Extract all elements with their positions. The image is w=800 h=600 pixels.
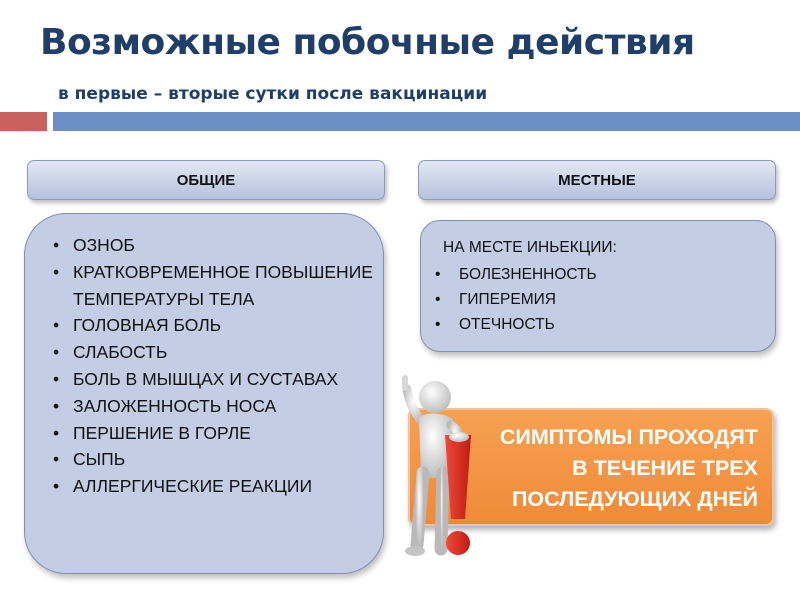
page-title: Возможные побочные действия [40, 22, 695, 63]
callout-line: В ТЕЧЕНИЕ ТРЕХ [572, 456, 758, 480]
list-item: ОЗНОБ [47, 232, 377, 259]
callout-text: СИМПТОМЫ ПРОХОДЯТ В ТЕЧЕНИЕ ТРЕХ ПОСЛЕДУ… [438, 422, 758, 515]
local-category-header: МЕСТНЫЕ [418, 160, 776, 200]
list-item: АЛЛЕРГИЧЕСКИЕ РЕАКЦИИ [47, 473, 377, 500]
callout-line: СИМПТОМЫ ПРОХОДЯТ [499, 425, 758, 449]
general-category-header: ОБЩИЕ [27, 160, 385, 200]
list-item: БОЛЕЗНЕННОСТЬ [431, 263, 761, 288]
general-effects-panel: ОЗНОБ КРАТКОВРЕМЕННОЕ ПОВЫШЕНИЕ ТЕМПЕРАТ… [24, 213, 384, 574]
local-effects-heading: НА МЕСТЕ ИНЬЕКЦИИ: [443, 239, 617, 256]
list-item: ПЕРШЕНИЕ В ГОРЛЕ [47, 420, 377, 447]
person-with-exclamation-icon [402, 375, 471, 556]
local-effects-list: БОЛЕЗНЕННОСТЬ ГИПЕРЕМИЯ ОТЕЧНОСТЬ [431, 263, 761, 337]
list-item: ЗАЛОЖЕННОСТЬ НОСА [47, 393, 377, 420]
local-category-label: МЕСТНЫЕ [558, 171, 636, 189]
list-item: СЛАБОСТЬ [47, 339, 377, 366]
accent-bar-blue [53, 112, 800, 131]
list-item: КРАТКОВРЕМЕННОЕ ПОВЫШЕНИЕ ТЕМПЕРАТУРЫ ТЕ… [47, 259, 377, 313]
accent-bar-red [0, 112, 47, 131]
list-item: ОТЕЧНОСТЬ [431, 313, 761, 338]
list-item: ГОЛОВНАЯ БОЛЬ [47, 312, 377, 339]
list-item: СЫПЬ [47, 446, 377, 473]
duration-callout: СИМПТОМЫ ПРОХОДЯТ В ТЕЧЕНИЕ ТРЕХ ПОСЛЕДУ… [408, 408, 774, 526]
page-subtitle: в первые – вторые сутки после вакцинации [58, 84, 488, 104]
local-effects-panel: НА МЕСТЕ ИНЬЕКЦИИ: БОЛЕЗНЕННОСТЬ ГИПЕРЕМ… [420, 220, 776, 352]
general-category-label: ОБЩИЕ [176, 171, 236, 189]
list-item: ГИПЕРЕМИЯ [431, 288, 761, 313]
list-item: БОЛЬ В МЫШЦАХ И СУСТАВАХ [47, 366, 377, 393]
general-effects-list: ОЗНОБ КРАТКОВРЕМЕННОЕ ПОВЫШЕНИЕ ТЕМПЕРАТ… [47, 232, 377, 500]
callout-line: ПОСЛЕДУЮЩИХ ДНЕЙ [511, 487, 758, 511]
